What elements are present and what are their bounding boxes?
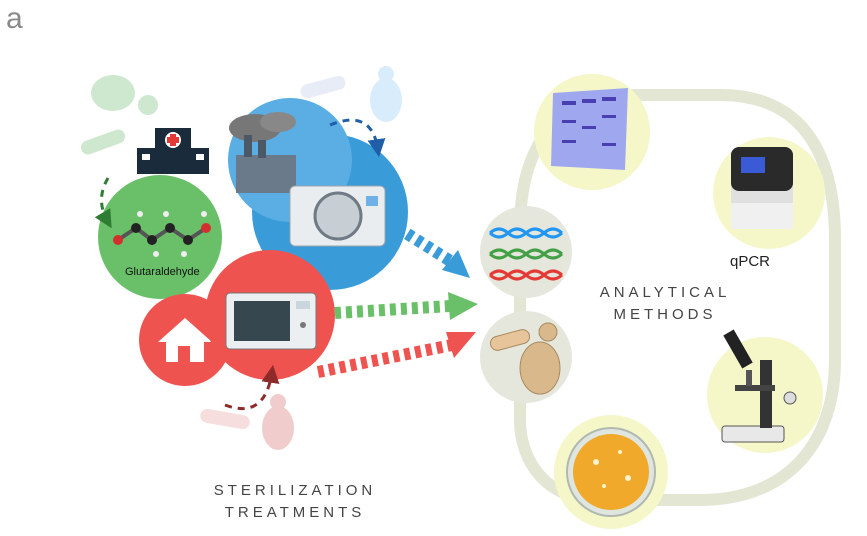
panel-letter: a <box>6 2 23 35</box>
autoclave-group <box>228 98 408 290</box>
hospital-icon <box>137 128 209 174</box>
microbe-icon <box>480 311 572 403</box>
arrow-red-large <box>316 332 476 378</box>
autoclave-icon <box>289 185 386 247</box>
arrow-blue-large <box>394 222 470 278</box>
glutaraldehyde-molecule-icon <box>113 211 211 257</box>
microbe-faded-top <box>80 66 402 155</box>
molecule-label: Glutaraldehyde <box>125 266 200 278</box>
analytical-title: ANALYTICAL METHODS <box>565 282 765 326</box>
petri-dish-icon <box>554 415 668 529</box>
gel-icon <box>534 74 650 190</box>
microwave-group <box>139 250 335 386</box>
dna-icon <box>480 206 572 298</box>
qpcr-label: qPCR <box>730 253 771 270</box>
qpcr-machine-icon <box>713 137 825 249</box>
sterilization-title-line1: STERILIZATION <box>213 482 377 499</box>
arrow-green-small <box>94 177 112 229</box>
glutaraldehyde-group: Glutaraldehyde <box>98 175 222 299</box>
microscope-icon <box>707 329 823 453</box>
sterilization-title: STERILIZATION TREATMENTS <box>170 480 420 524</box>
sterilization-title-line2: TREATMENTS <box>224 504 366 521</box>
microbe-faded-bottom <box>200 394 294 450</box>
arrow-green-large <box>334 292 478 320</box>
analytical-title-line2: METHODS <box>613 306 717 323</box>
home-icon <box>158 318 212 362</box>
microwave-icon <box>225 292 317 350</box>
analytical-title-line1: ANALYTICAL <box>599 284 731 301</box>
factory-icon <box>229 112 296 193</box>
